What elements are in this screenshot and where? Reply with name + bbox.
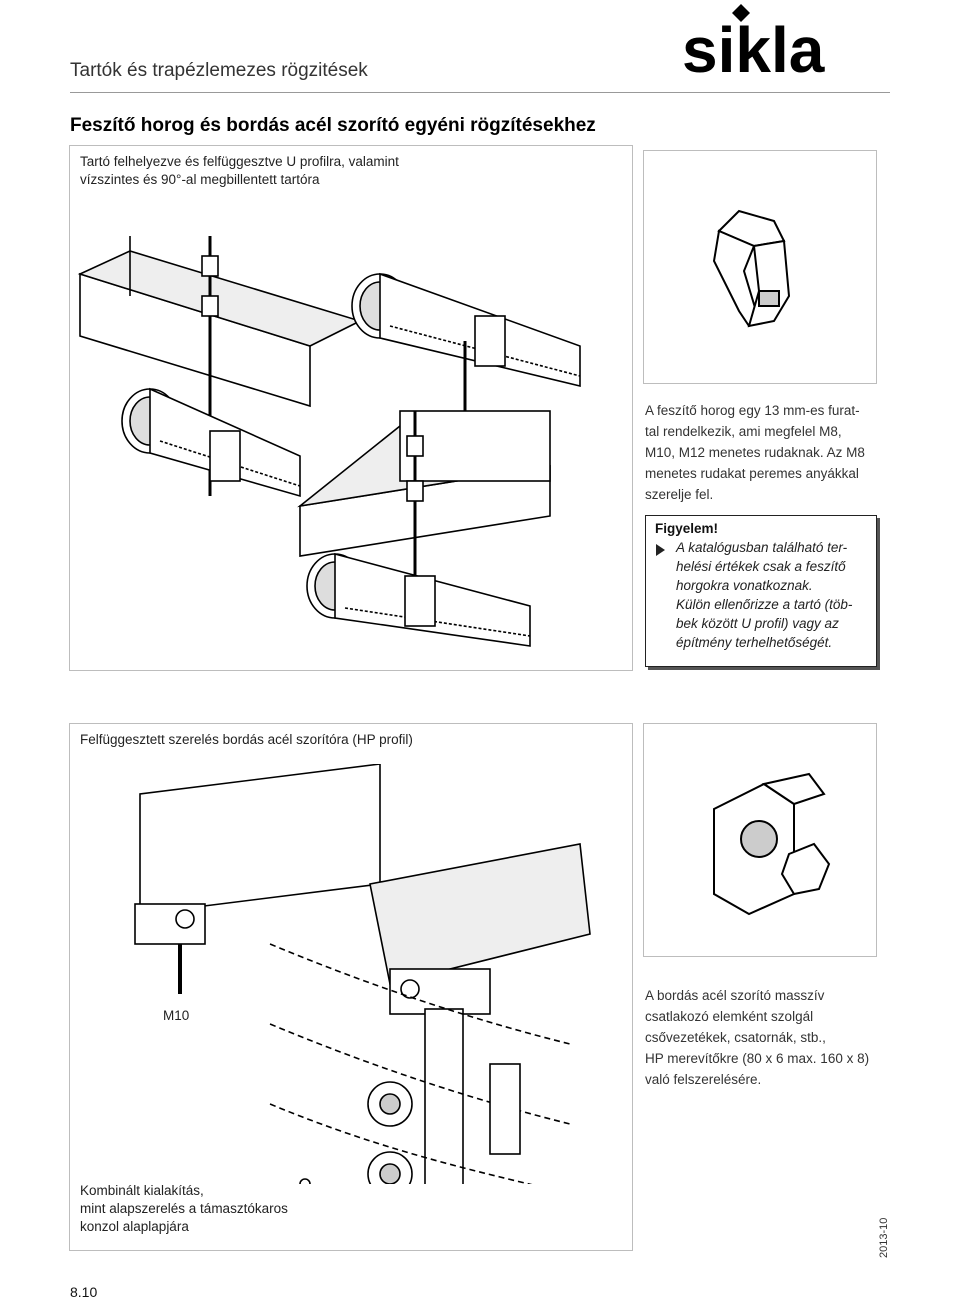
top-illustration-panel: Tartó felhelyezve és felfüggesztve U pro… [69, 145, 633, 671]
clamp-description-line: csatlakozó elemként szolgál [645, 1009, 814, 1024]
page-number: 8.10 [70, 1284, 98, 1300]
clamp-description-line: A bordás acél szorító masszív [645, 988, 825, 1003]
attention-line: horgokra vonatkoznak. [676, 578, 813, 593]
attention-line: helési értékek csak a feszítő [676, 559, 846, 574]
hook-illustration-panel [643, 150, 877, 384]
top-caption-line2: vízszintes és 90°-al megbillentett tartó… [80, 172, 320, 187]
rib-clamp-illustration [134, 764, 591, 1184]
clamp-illustration-panel [643, 723, 877, 957]
attention-body: A katalógusban található ter- helési ért… [676, 538, 871, 652]
bottom-caption2-line: mint alapszerelés a támasztókaros [80, 1201, 288, 1216]
header-title: Tartók és trapézlemezes rögzitések [70, 60, 368, 81]
hook-description-line: A feszítő horog egy 13 mm-es furat- [645, 403, 860, 418]
logo-text: sikla [682, 14, 825, 85]
attention-box: Figyelem! A katalógusban található ter- … [645, 515, 877, 667]
rib-clamp-detail-illustration [713, 772, 831, 916]
attention-line: Külön ellenőrizze a tartó (töb- [676, 597, 853, 612]
attention-line: A katalógusban található ter- [676, 540, 848, 555]
attention-title: Figyelem! [655, 521, 719, 536]
arrow-right-icon [656, 544, 665, 556]
rod-size-label: M10 [163, 1008, 190, 1023]
section-heading: Feszítő horog és bordás acél szorító egy… [70, 115, 596, 136]
attention-line: bek között U profil) vagy az [676, 616, 839, 631]
hook-description: A feszítő horog egy 13 mm-es furat- tal … [645, 400, 865, 505]
bottom-illustration-panel: Felfüggesztett szerelés bordás acél szor… [69, 723, 633, 1251]
page-date: 2013-10 [878, 1217, 890, 1258]
hook-description-line: M10, M12 menetes rudaknak. Az M8 [645, 445, 865, 460]
sikla-logo: sikla [682, 4, 825, 85]
top-caption-line1: Tartó felhelyezve és felfüggesztve U pro… [80, 154, 399, 169]
tension-hook-illustration [712, 209, 791, 328]
hook-description-line: szerelje fel. [645, 487, 714, 502]
attention-line: építmény terhelhetőségét. [676, 635, 833, 650]
bottom-caption2-line: Kombinált kialakítás, [80, 1183, 204, 1198]
clamp-description-line: való felszerelésére. [645, 1072, 762, 1087]
clamp-description-line: csővezetékek, csatornák, stb., [645, 1030, 826, 1045]
hook-description-line: tal rendelkezik, ami megfelel M8, [645, 424, 842, 439]
header-rule [70, 92, 890, 93]
clamp-description-line: HP merevítőkre (80 x 6 max. 160 x 8) [645, 1051, 870, 1066]
clamp-description: A bordás acél szorító masszív csatlakozó… [645, 985, 869, 1090]
bottom-caption: Felfüggesztett szerelés bordás acél szor… [80, 732, 413, 747]
hook-description-line: menetes rudakat peremes anyákkal [645, 466, 859, 481]
beam-hanger-illustration [77, 236, 581, 647]
bottom-caption2-line: konzol alaplapjára [80, 1219, 189, 1234]
